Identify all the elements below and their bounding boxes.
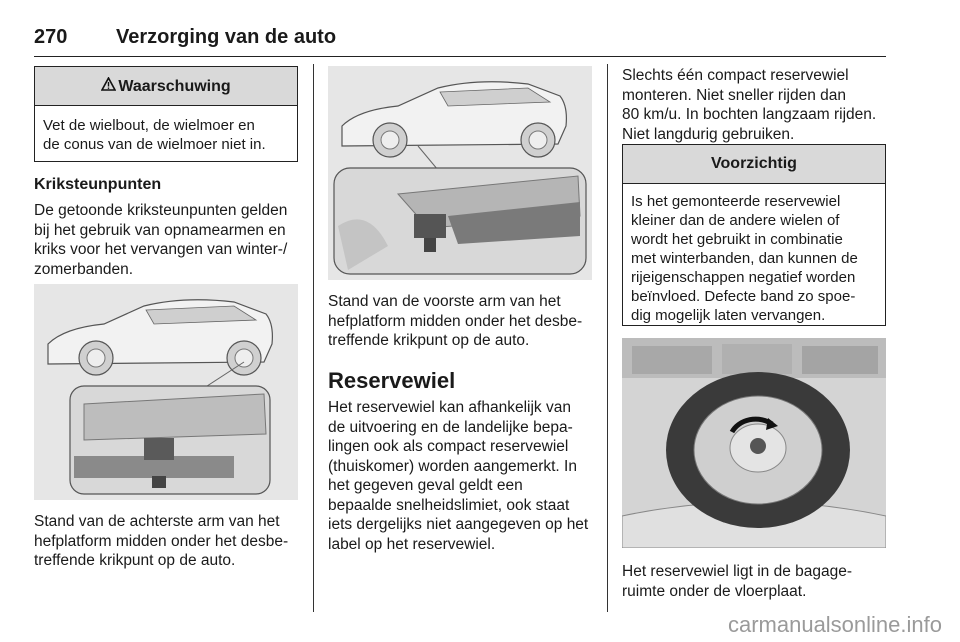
text-line: Stand van de achterste arm van het <box>34 513 280 530</box>
text-line: dig mogelijk laten vervangen. <box>631 307 826 324</box>
text-line: rijeigenschappen negatief worden <box>631 269 856 286</box>
caution-body: Is het gemonteerde reservewiel kleiner d… <box>623 184 885 335</box>
spare-wheel-illustration <box>622 338 886 548</box>
text-line: (thuiskomer) worden aangemerkt. In <box>328 457 577 475</box>
text-line: label op het reservewiel. <box>328 535 496 553</box>
reservewiel-text: Het reservewiel kan afhankelijk van de u… <box>328 398 598 554</box>
text-line: wordt het gebruikt in combinatie <box>631 231 843 248</box>
text-line: Niet langdurig gebruiken. <box>622 125 795 143</box>
warning-triangle-icon <box>101 67 117 105</box>
text-line: bepaalde snelheidslimiet, ook staat <box>328 496 570 514</box>
warning-line: de conus van de wielmoer niet in. <box>43 136 266 153</box>
warning-box: Waarschuwing Vet de wielbout, de wielmoe… <box>34 66 298 162</box>
kriksteunpunten-text: De getoonde kriksteunpunten gelden bij h… <box>34 201 304 279</box>
text-line: lingen ook als compact reservewiel <box>328 438 569 455</box>
text-line: de uitvoering en de landelijke bepa- <box>328 418 573 436</box>
warning-box-header: Waarschuwing <box>35 67 297 106</box>
text-line: hefplatform midden onder het desbe- <box>328 312 583 330</box>
warning-body: Vet de wielbout, de wielmoer en de conus… <box>35 106 297 164</box>
front-jack-point-illustration <box>328 66 592 280</box>
spare-wheel-drawing <box>622 338 886 548</box>
text-line: ruimte onder de vloerplaat. <box>622 582 807 600</box>
text-line: het gegeven geval geldt een <box>328 477 523 494</box>
text-line: kleiner dan de andere wielen of <box>631 212 840 229</box>
text-line: treffende krikpunt op de auto. <box>34 552 236 569</box>
text-line: Het reservewiel kan afhankelijk van <box>328 399 571 416</box>
text-line: beïnvloed. Defecte band zo spoe- <box>631 288 856 305</box>
rear-jack-point-drawing <box>34 284 298 500</box>
spare-wheel-caption: Het reservewiel ligt in de bagage- ruimt… <box>622 562 892 601</box>
text-line: 80 km/u. In bochten langzaam rijden. <box>622 106 877 123</box>
compact-spare-text: Slechts één compact reservewiel monteren… <box>622 66 892 144</box>
caution-box-header: Voorzichtig <box>623 145 885 184</box>
text-line: hefplatform midden onder het desbe- <box>34 532 289 550</box>
watermark: carmanualsonline.info <box>727 612 942 637</box>
warning-title: Waarschuwing <box>118 78 231 95</box>
text-line: Het reservewiel ligt in de bagage- <box>622 563 853 580</box>
caution-box: Voorzichtig Is het gemonteerde reservewi… <box>622 144 886 326</box>
rear-jack-point-illustration <box>34 284 298 500</box>
page-title: Verzorging van de auto <box>116 26 337 48</box>
text-line: monteren. Niet sneller rijden dan <box>622 86 847 104</box>
text-line: zomerbanden. <box>34 260 134 278</box>
text-line: Is het gemonteerde reservewiel <box>631 193 841 210</box>
rear-arm-caption: Stand van de achterste arm van het hefpl… <box>34 512 304 571</box>
section-heading-reservewiel: Reservewiel <box>328 368 456 393</box>
text-line: Slechts één compact reservewiel <box>622 67 849 84</box>
text-line: Stand van de voorste arm van het <box>328 293 561 310</box>
column-divider <box>313 64 314 612</box>
text-line: De getoonde kriksteunpunten gelden <box>34 202 288 219</box>
column-divider <box>607 64 608 612</box>
warning-line: Vet de wielbout, de wielmoer en <box>43 117 255 134</box>
page-number: 270 <box>34 26 68 48</box>
text-line: iets dergelijks niet aangegeven op het <box>328 516 589 533</box>
front-jack-point-drawing <box>328 66 592 280</box>
front-arm-caption: Stand van de voorste arm van het hefplat… <box>328 292 598 351</box>
section-heading-kriksteunpunten: Kriksteunpunten <box>34 176 162 193</box>
text-line: kriks voor het vervangen van winter-/ <box>34 241 288 258</box>
text-line: met winterbanden, dan kunnen de <box>631 250 858 267</box>
text-line: bij het gebruik van opnamearmen en <box>34 221 286 239</box>
text-line: treffende krikpunt op de auto. <box>328 332 530 349</box>
page-header: 270 Verzorging van de auto <box>34 26 886 57</box>
